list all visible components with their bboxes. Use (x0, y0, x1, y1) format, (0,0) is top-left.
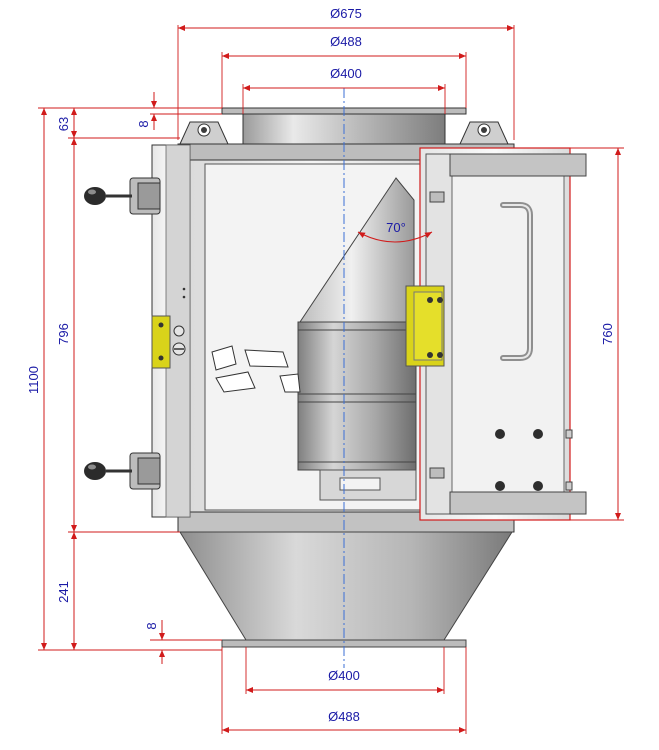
dim-label-dia-400-top: Ø400 (330, 66, 362, 81)
dim-label-70-deg: 70° (386, 220, 406, 235)
dim-height-796: 796 (56, 138, 77, 532)
toggle-clamp-upper[interactable] (84, 177, 161, 215)
dim-label-63: 63 (56, 117, 71, 131)
dim-label-8-bottom: 8 (144, 622, 159, 629)
screw-icon (182, 287, 186, 291)
dim-height-1100: 1100 (26, 108, 47, 650)
dim-height-8-bottom: 8 (144, 620, 165, 664)
outlet-cone (179, 531, 513, 648)
dim-label-760: 760 (600, 323, 615, 345)
clamp-knob-icon[interactable] (84, 187, 106, 205)
screw-icon (182, 295, 186, 299)
dim-label-dia-488-top: Ø488 (330, 34, 362, 49)
magnet-drum (297, 321, 417, 501)
dim-dia-400-bottom: Ø400 (245, 647, 445, 694)
dim-label-dia-400-bottom: Ø400 (328, 668, 360, 683)
bolt-icon (495, 481, 505, 491)
dim-dia-400-top: Ø400 (242, 66, 446, 114)
screw-icon (173, 325, 185, 337)
dim-label-796: 796 (56, 323, 71, 345)
lifting-lug-left (179, 121, 229, 145)
metal-fragments (211, 345, 301, 393)
dim-label-1100: 1100 (26, 366, 41, 394)
dim-height-241: 241 (56, 532, 77, 650)
dim-height-760: 760 (570, 147, 624, 521)
dim-height-8-top: 8 (136, 92, 157, 130)
dim-angle-70: 70° (357, 220, 433, 243)
left-hinge (151, 315, 171, 369)
bolt-icon (495, 429, 505, 439)
dim-dia-488-top: Ø488 (221, 34, 467, 108)
dim-label-dia-488-bottom: Ø488 (328, 709, 360, 724)
clamp-knob-icon[interactable] (84, 462, 106, 480)
toggle-clamp-lower[interactable] (84, 452, 161, 490)
bolt-icon (533, 481, 543, 491)
right-hinge (405, 285, 445, 367)
dim-label-8-top: 8 (136, 120, 151, 127)
dim-height-63: 63 (56, 108, 77, 138)
dim-label-241: 241 (56, 581, 71, 603)
right-door[interactable] (419, 147, 587, 521)
dim-dia-675: Ø675 (177, 6, 515, 140)
bolt-icon (533, 429, 543, 439)
dim-dia-488-bottom: Ø488 (221, 647, 467, 734)
dim-label-dia-675: Ø675 (330, 6, 362, 21)
lifting-lug-right (459, 121, 509, 145)
